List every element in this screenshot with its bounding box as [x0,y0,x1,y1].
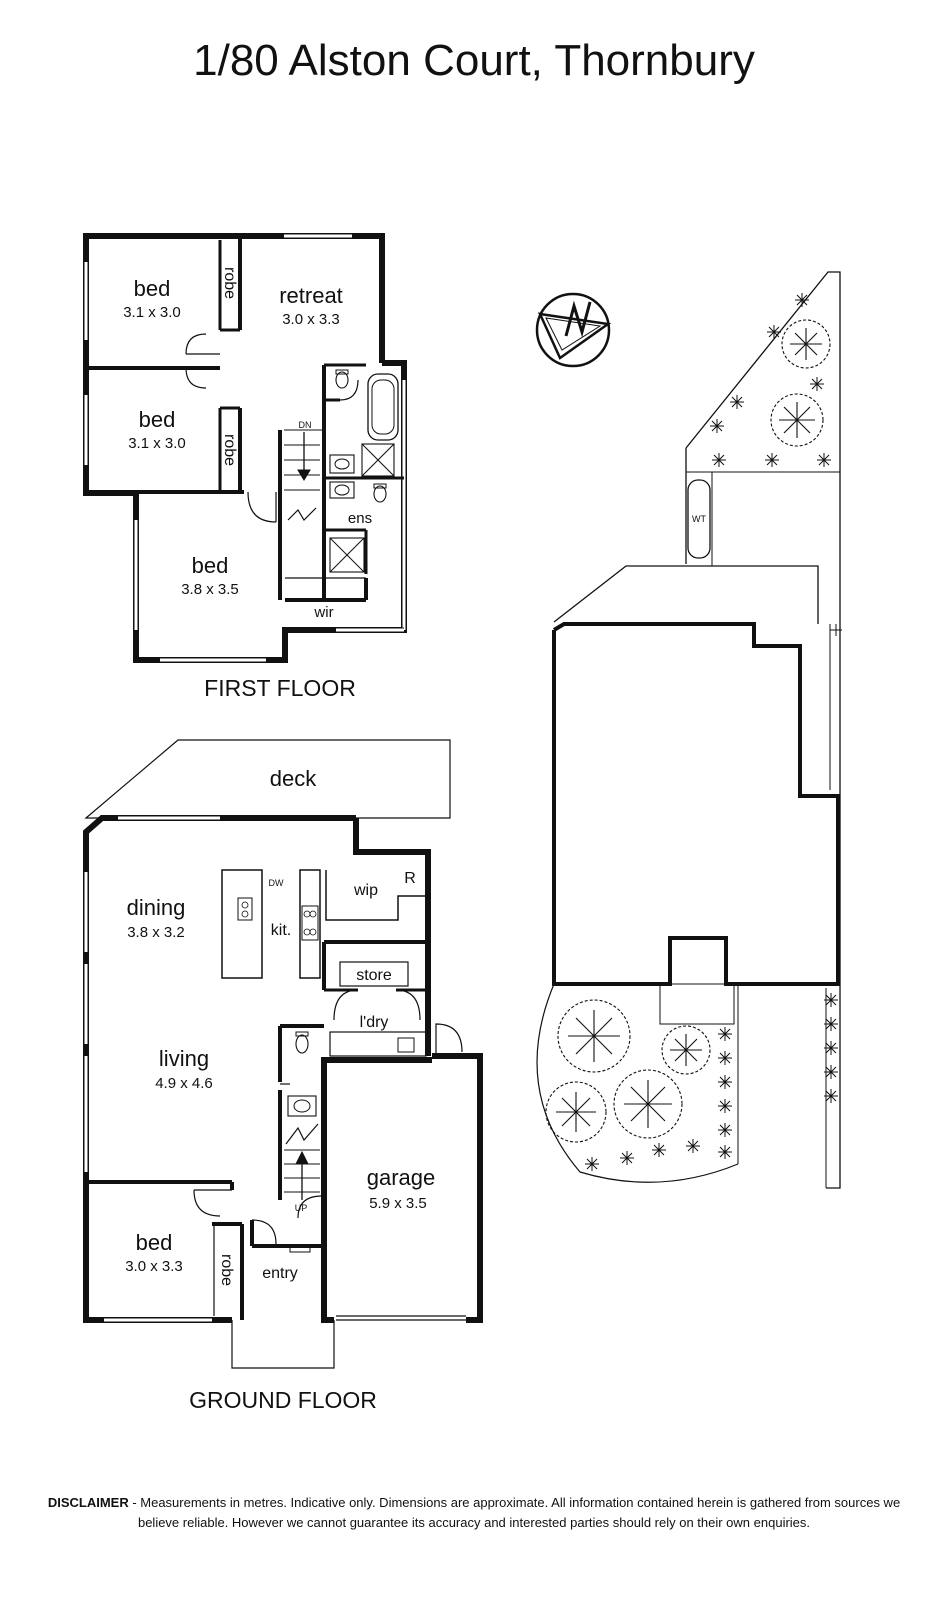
shrub-icon [718,1075,732,1089]
shrub-icon [718,1145,732,1159]
wir-label: wir [313,604,333,621]
disclaimer-text: - Measurements in metres. Indicative onl… [128,1495,901,1530]
shrub-icon [830,624,842,636]
bed3-name: bed [192,553,229,578]
first-floor-label: FIRST FLOOR [204,675,356,701]
bed2-name: bed [139,407,176,432]
landscape-shrubs [585,293,842,1171]
ground-floor-label: GROUND FLOOR [189,1387,377,1413]
shrub-icon [712,453,726,467]
ground-bed-name: bed [136,1230,173,1255]
stair-dn-label: DN [299,420,312,430]
living-dims: 4.9 x 4.6 [155,1075,213,1092]
tree-icon [613,1069,683,1139]
ensuite-label: ens [348,510,372,527]
tree-icon [661,1025,711,1075]
fridge-label: R [404,870,416,887]
water-tank-label: WT [692,514,706,524]
bed1-name: bed [134,276,171,301]
kitchen-bench [299,869,321,979]
wip-label: wip [353,882,378,899]
bed1-dims: 3.1 x 3.0 [123,304,181,321]
bed2-dims: 3.1 x 3.0 [128,435,186,452]
site-plan [535,271,841,1189]
first-floor-plan [83,233,407,663]
page-title: 1/80 Alston Court, Thornbury [193,36,755,85]
compass-icon [535,292,612,368]
dishwasher-label: DW [269,878,284,888]
disclaimer-heading: DISCLAIMER [47,1495,129,1510]
shrub-icon [824,993,838,1007]
dining-dims: 3.8 x 3.2 [127,924,185,941]
shrub-icon [652,1143,666,1157]
robe2-label: robe [221,434,238,466]
shrub-icon [817,453,831,467]
dining-name: dining [127,895,186,920]
water-tank [687,479,711,559]
shrub-icon [718,1123,732,1137]
shrub-icon [767,325,781,339]
robe1-label: robe [221,267,238,299]
landscape-trees [545,319,831,1143]
bed3-dims: 3.8 x 3.5 [181,581,239,598]
disclaimer: DISCLAIMER - Measurements in metres. Ind… [40,1493,908,1533]
land-boundary [685,271,841,1189]
shrub-icon [718,1099,732,1113]
ground-floor-plan [83,739,483,1369]
shrub-icon [824,1065,838,1079]
shrub-icon [795,293,809,307]
shrub-icon [824,1017,838,1031]
shrub-icon [810,377,824,391]
shrub-icon [585,1157,599,1171]
house-footprint [552,622,840,986]
garage-dims: 5.9 x 3.5 [369,1195,427,1212]
shrub-icon [824,1089,838,1103]
ground-robe-label: robe [218,1254,235,1286]
stair-up-label: UP [295,1203,308,1213]
tree-icon [781,319,831,369]
shrub-icon [620,1151,634,1165]
shrub-icon [718,1051,732,1065]
deck-label: deck [270,766,317,791]
shrub-icon [686,1139,700,1153]
tree-icon [770,393,824,447]
living-name: living [159,1046,209,1071]
deck-outline [84,739,451,819]
retreat-dims: 3.0 x 3.3 [282,311,340,328]
shrub-icon [718,1027,732,1041]
garage-name: garage [367,1165,436,1190]
entry-label: entry [262,1265,298,1282]
shrub-icon [730,395,744,409]
retreat-name: retreat [279,283,343,308]
tree-icon [545,1081,607,1143]
shrub-icon [710,419,724,433]
shrub-icon [824,1041,838,1055]
kitchen-label: kit. [271,922,291,939]
shrub-icon [765,453,779,467]
ground-bed-dims: 3.0 x 3.3 [125,1258,183,1275]
store-label: store [356,967,392,984]
kitchen-island [221,869,263,979]
tree-icon [557,999,631,1073]
laundry-label: l'dry [360,1014,389,1031]
